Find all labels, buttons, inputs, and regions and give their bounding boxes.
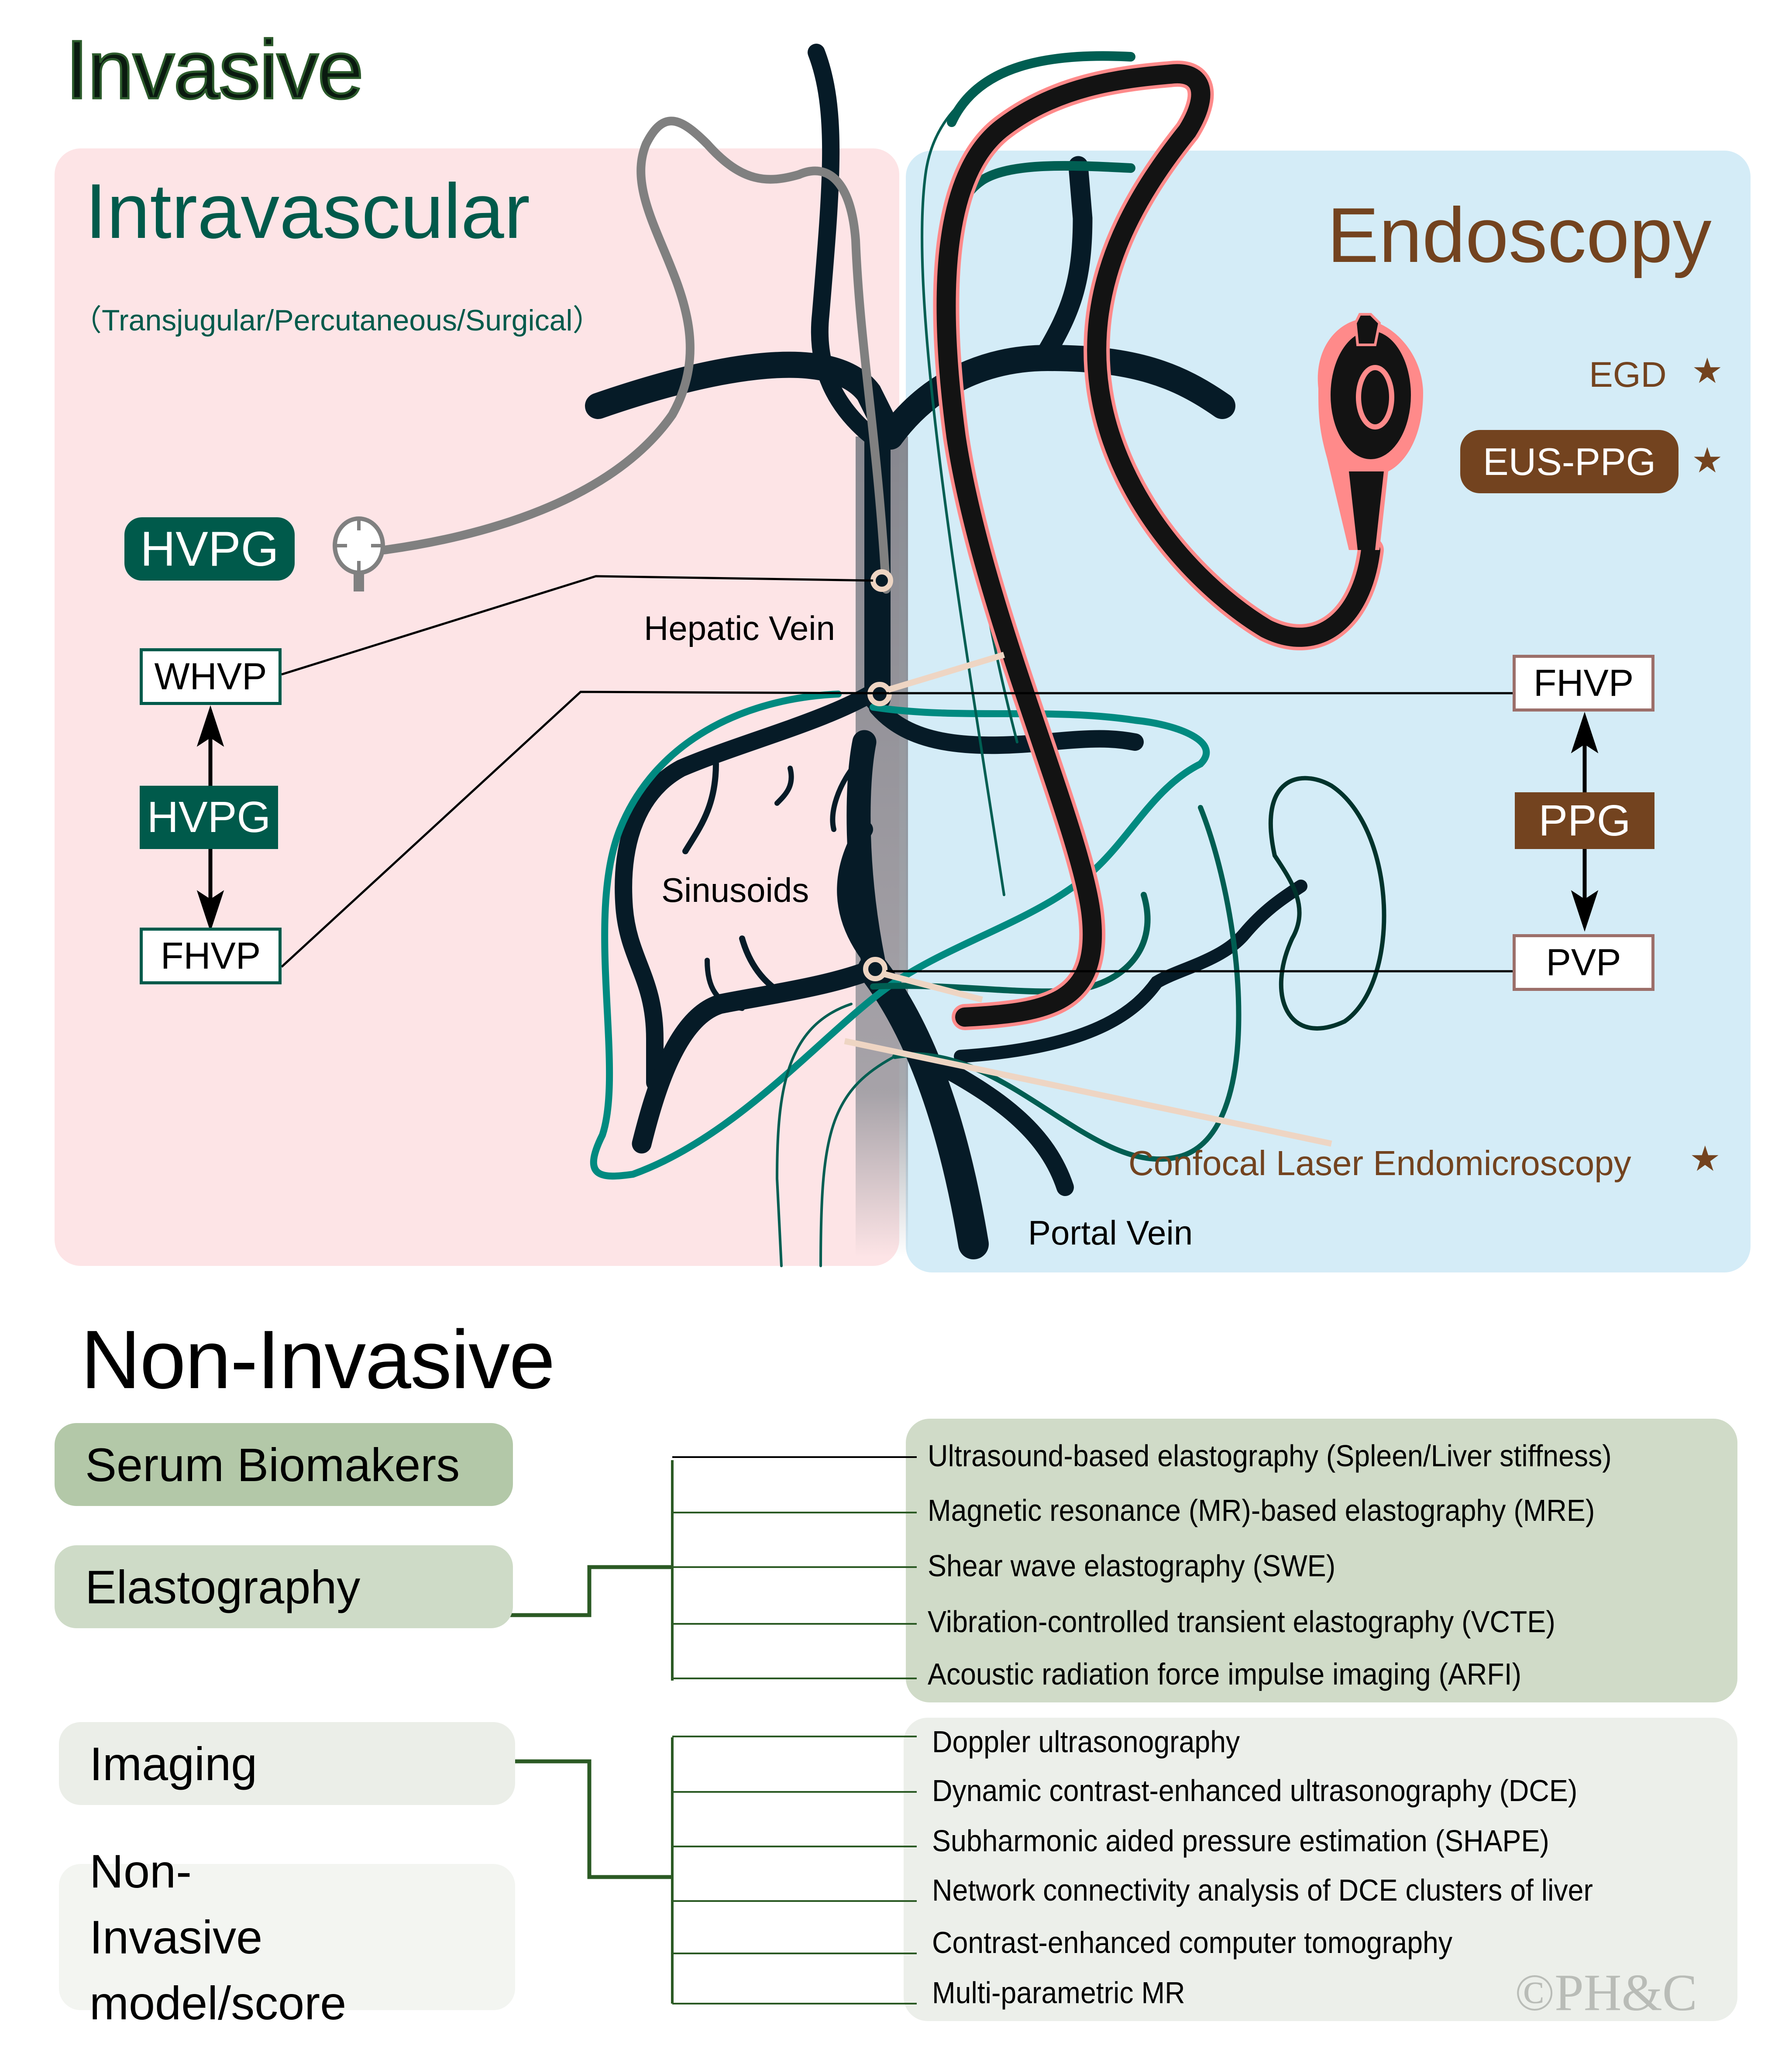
elastography-methods-box (906, 1419, 1737, 1702)
non-invasive-heading: Non-Invasive (81, 1313, 555, 1406)
sinusoids-label: Sinusoids (661, 871, 809, 909)
eus-ppg-star-icon: ★ (1692, 441, 1723, 480)
egd-star-icon: ★ (1692, 351, 1723, 390)
imaging-method: Doppler ultrasonography (932, 1725, 1240, 1759)
hepatic-vein-label: Hepatic Vein (644, 609, 835, 647)
ppg-arrow (1571, 712, 1599, 932)
invasive-heading: Invasive (64, 24, 365, 116)
confocal-label: Confocal Laser Endomicroscopy (1128, 1144, 1631, 1183)
endoscope (933, 60, 1423, 1030)
hvpg-box[interactable]: HVPG (140, 786, 278, 849)
intravascular-subtitle: （Transjugular/Percutaneous/Surgical） (72, 304, 602, 337)
category-label: Elastography (85, 1560, 361, 1613)
beige-pointer-lines (844, 652, 1332, 1147)
ppg-box[interactable]: PPG (1515, 792, 1654, 849)
elastography-method: Shear wave elastography (SWE) (928, 1549, 1336, 1583)
imaging-method: Multi-parametric MR (932, 1976, 1185, 2010)
confocal-star-icon: ★ (1689, 1139, 1721, 1178)
category-elastography[interactable]: Elastography (55, 1545, 513, 1628)
imaging-method: Subharmonic aided pressure estimation (S… (932, 1824, 1549, 1858)
elastography-method: Magnetic resonance (MR)-based elastograp… (928, 1493, 1595, 1527)
fhvp-box-left[interactable]: FHVP (140, 928, 282, 984)
imaging-method: Contrast-enhanced computer tomography (932, 1925, 1453, 1960)
imaging-methods-box (904, 1718, 1737, 2021)
copyright-watermark: ©PH&C (1515, 1963, 1697, 2022)
imaging-method: Network connectivity analysis of DCE clu… (932, 1873, 1593, 1907)
hvpg-arrow (196, 705, 224, 932)
fhvp-box-right[interactable]: FHVP (1513, 655, 1654, 712)
elastography-method: Acoustic radiation force impulse imaging… (928, 1657, 1522, 1691)
connector-lines (281, 575, 1513, 973)
imaging-method: Dynamic contrast-enhanced ultrasonograph… (932, 1774, 1578, 1808)
pvp-box[interactable]: PVP (1513, 934, 1654, 991)
category-model-score[interactable]: Non-Invasive model/score (59, 1845, 515, 2029)
category-serum-biomarkers[interactable]: Serum Biomakers (55, 1423, 513, 1506)
category-imaging[interactable]: Imaging (59, 1722, 515, 1805)
hvpg-pill[interactable]: HVPG (124, 517, 295, 581)
catheter (380, 117, 891, 594)
endoscopy-title: Endoscopy (1327, 192, 1712, 278)
eus-ppg-pill[interactable]: EUS-PPG (1460, 430, 1678, 493)
whvp-box[interactable]: WHVP (140, 648, 282, 705)
category-label: Imaging (89, 1737, 258, 1790)
pressure-transducer-icon (333, 516, 385, 591)
egd-label: EGD (1589, 355, 1667, 395)
category-label: Serum Biomakers (85, 1438, 460, 1491)
category-label: Non-Invasive model/score (89, 1844, 347, 2030)
hepatic-vein-system (585, 44, 1307, 1259)
portal-vein-label: Portal Vein (1028, 1214, 1193, 1252)
elastography-method: Ultrasound-based elastography (Spleen/Li… (928, 1439, 1612, 1473)
elastography-method: Vibration-controlled transient elastogra… (928, 1605, 1555, 1639)
intravascular-title: Intravascular (85, 168, 530, 254)
